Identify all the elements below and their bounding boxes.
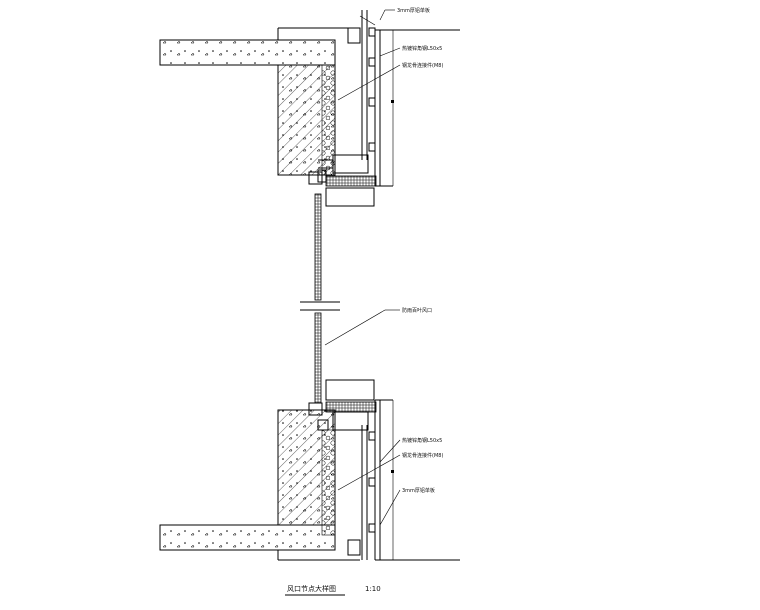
louver-upper [314, 193, 322, 301]
bottom-label-aluminum-plate: 3mm厚铝单板 [402, 487, 435, 494]
bottom-insulation [321, 429, 336, 536]
label-louver: 防雨百叶风口 [402, 307, 432, 314]
bottom-label-steel-connector: 钢龙骨连接件(M8) [402, 452, 443, 459]
bottom-slab [159, 524, 336, 551]
louver-lower [314, 312, 322, 404]
top-wall-section [159, 10, 460, 207]
drawing-scale: 1:10 [365, 585, 381, 593]
bottom-annotations: 热镀锌角钢L50x5 钢龙骨连接件(M8) 3mm厚铝单板 [337, 437, 443, 526]
bottom-wall-section [159, 379, 460, 561]
bottom-label-hot-dip-steel: 热镀锌角钢L50x5 [402, 437, 442, 444]
top-label-steel-connector: 钢龙骨连接件(M8) [402, 62, 443, 69]
middle-louver: 防雨百叶风口 [300, 193, 432, 404]
top-label-aluminum-plate: 3mm厚铝单板 [397, 7, 430, 14]
drawing-title: 风口节点大样图 [287, 584, 336, 593]
top-label-hot-dip-steel: 热镀锌角钢L50x5 [402, 45, 442, 52]
top-louver-frame [325, 175, 377, 187]
top-slab [159, 39, 336, 66]
top-insulation [321, 64, 336, 176]
drawing-title-block: 风口节点大样图 1:10 [285, 584, 381, 596]
top-annotations: 3mm厚铝单板 热镀锌角钢L50x5 钢龙骨连接件(M8) [337, 7, 443, 101]
